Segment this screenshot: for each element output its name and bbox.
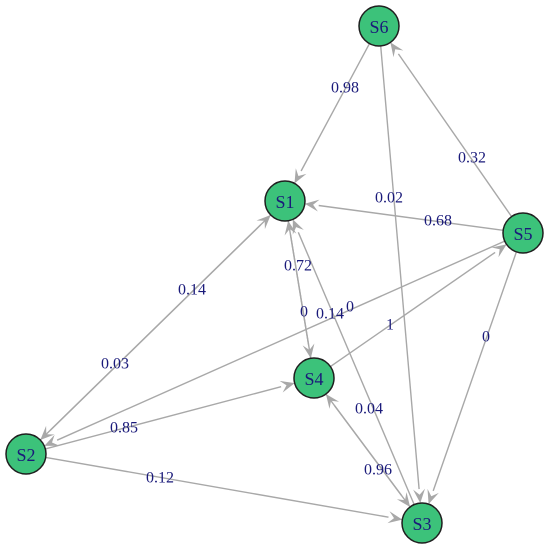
edge-line: [56, 240, 505, 441]
arrowhead: [279, 380, 295, 393]
node-circle: [264, 180, 306, 222]
edge-label: 0.14: [178, 282, 206, 299]
node-s5: S5: [502, 212, 544, 254]
arrowhead: [491, 244, 507, 258]
edge-line: [330, 251, 496, 368]
node-circle: [502, 212, 544, 254]
node-s2: S2: [5, 433, 47, 475]
edge-line: [45, 456, 389, 518]
edge-label: 0: [482, 329, 490, 346]
node-label: S6: [369, 17, 388, 37]
node-label: S4: [304, 369, 323, 389]
edge-s5-to-s3: [427, 251, 518, 505]
arrowhead: [44, 434, 60, 446]
edge-s2-to-s4: [45, 380, 295, 450]
edge-s4-to-s5: [330, 244, 507, 368]
edge-label: 0.68: [424, 213, 452, 230]
arrowhead: [302, 343, 315, 359]
node-s1: S1: [264, 180, 306, 222]
arrowhead: [40, 425, 55, 440]
arrowhead: [325, 394, 340, 409]
edge-line: [297, 232, 415, 505]
arrowhead: [413, 488, 425, 504]
edge-line: [318, 204, 504, 231]
edge-line: [432, 251, 518, 492]
node-circle: [358, 5, 400, 47]
node-s4: S4: [293, 357, 335, 399]
edge-s1-to-s2: [40, 214, 272, 440]
edge-label: 0.03: [101, 356, 129, 373]
edge-s3-to-s1: [292, 219, 415, 505]
arrowhead: [304, 199, 320, 212]
arrowhead: [294, 168, 307, 184]
node-s6: S6: [358, 5, 400, 47]
edge-line: [49, 214, 272, 431]
edge-line: [300, 43, 371, 172]
node-label: S1: [275, 192, 294, 212]
node-label: S3: [412, 514, 431, 534]
edges-layer: [39, 42, 518, 524]
node-s3: S3: [401, 502, 443, 544]
edge-label: 0.85: [110, 420, 138, 437]
node-label: S5: [513, 224, 532, 244]
edge-s6-to-s3: [380, 45, 425, 504]
edge-label: 0: [300, 304, 308, 321]
arrowhead: [427, 488, 439, 505]
edge-label: 0.12: [146, 470, 174, 487]
node-circle: [5, 433, 47, 475]
edge-label: 1: [386, 317, 394, 334]
node-circle: [401, 502, 443, 544]
edge-label: 0: [346, 299, 354, 316]
edge-label: 0.32: [458, 150, 486, 167]
edge-s6-to-s1: [294, 43, 371, 184]
node-label: S2: [16, 445, 35, 465]
edge-label: 0.02: [375, 190, 403, 207]
edge-line: [289, 234, 312, 359]
arrowhead: [390, 42, 404, 58]
arrowhead: [284, 220, 297, 236]
edge-label: 0.72: [284, 258, 312, 275]
arrowhead: [387, 511, 403, 524]
node-circle: [293, 357, 335, 399]
edge-label: 0.96: [364, 462, 392, 479]
edge-s4-to-s1: [284, 220, 312, 359]
edge-s5-to-s2: [44, 240, 505, 446]
edge-line: [333, 404, 411, 508]
edge-line: [380, 45, 420, 490]
edge-s5-to-s1: [304, 199, 504, 231]
edge-line: [397, 53, 513, 217]
edge-s3-to-s4: [325, 394, 411, 508]
edge-label: 0.04: [355, 401, 383, 418]
edge-label: 0.98: [331, 80, 359, 97]
edge-s5-to-s6: [390, 42, 513, 217]
arrowhead: [292, 219, 304, 235]
edge-label: 0.14: [316, 306, 344, 323]
edge-s2-to-s3: [45, 456, 403, 524]
edge-line: [45, 386, 282, 450]
